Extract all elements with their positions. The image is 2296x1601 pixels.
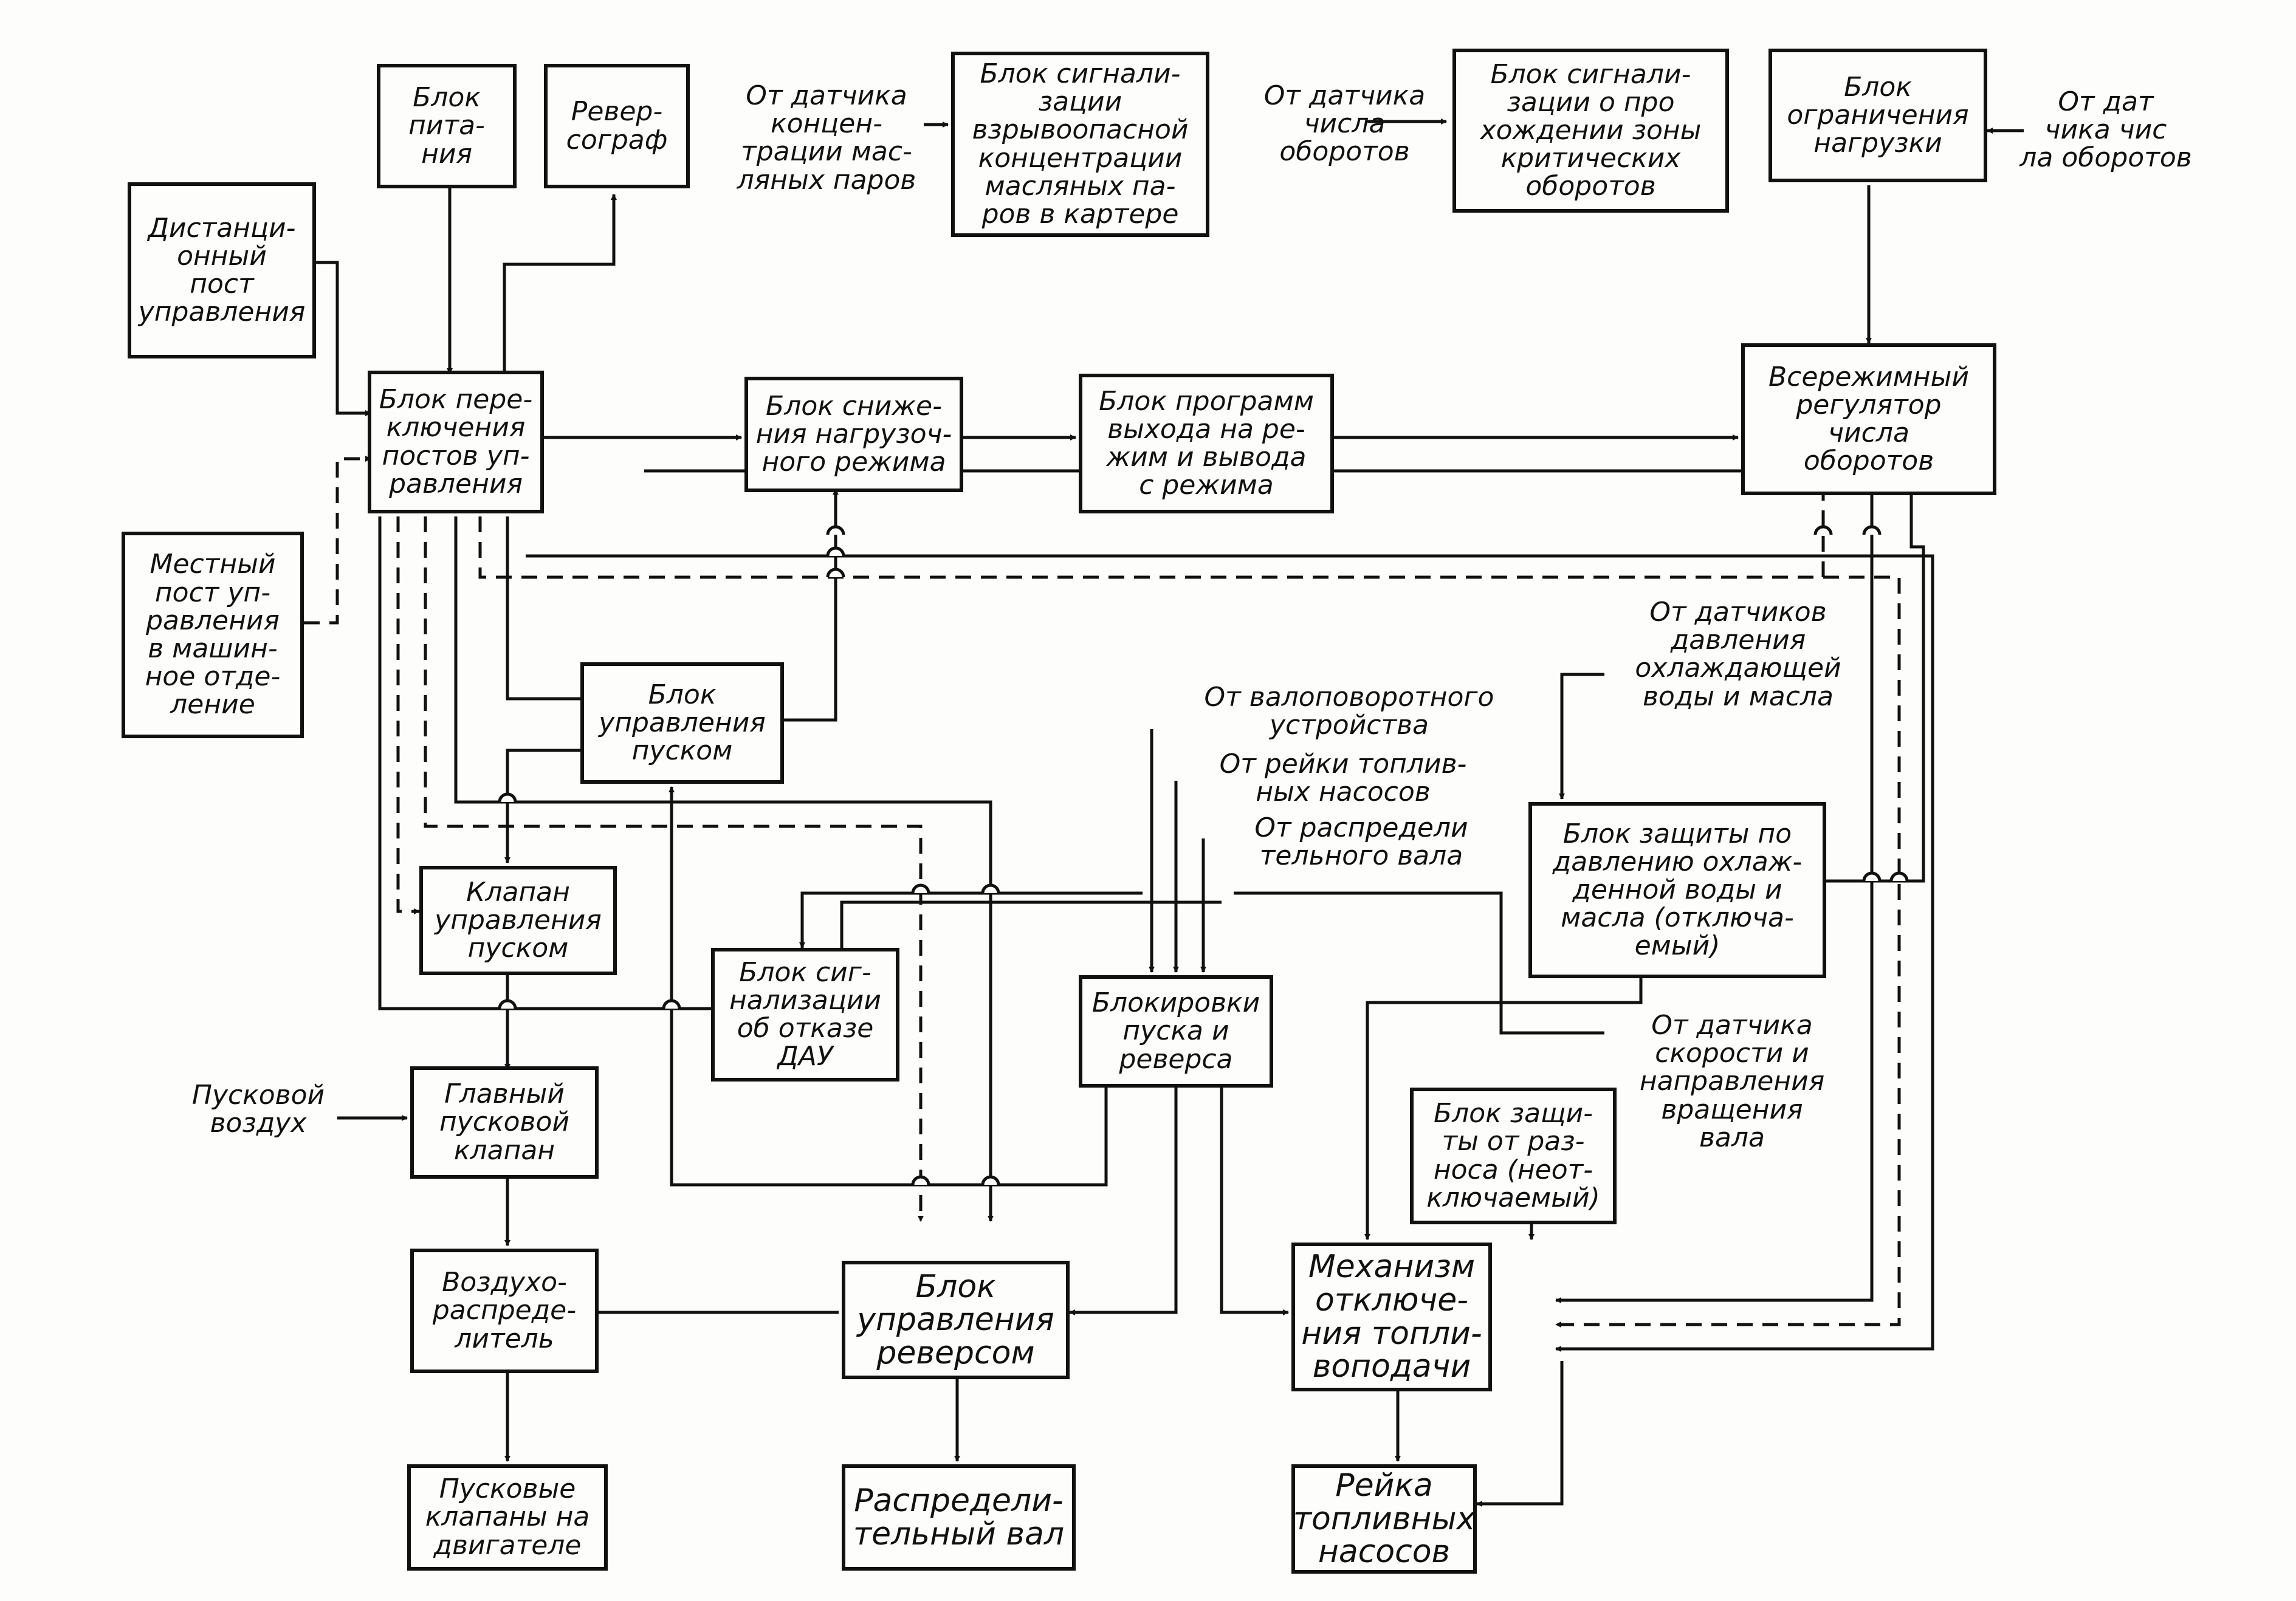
crossing-arc: [981, 1175, 1000, 1185]
overspeed-protection-block: Блок защи- ты от раз- носа (неот- ключае…: [1410, 1088, 1617, 1224]
line-interlocks-to-reverse: [1069, 1088, 1178, 1315]
crossing-arc: [1813, 525, 1833, 535]
main-start-valve-block: Главный пусковой клапан: [410, 1066, 599, 1179]
fuel-cutoff-block: Механизм отключе- ния топли- воподачи: [1291, 1243, 1492, 1391]
line-crossings: [498, 461, 1909, 1185]
line-switch-bus-2: [526, 554, 1934, 1352]
from-turning-gear-label: От валоповоротного устройства: [1204, 682, 1494, 741]
load-limit-block: Блок ограничения нагрузки: [1768, 49, 1987, 182]
start-control-block: Блок управления пуском: [580, 662, 784, 784]
dashed-connections: [304, 456, 1901, 1328]
from-rpm-sensor-label: От датчика числа оборотов: [1263, 80, 1426, 168]
interlocks-block: Блокировки пуска и реверса: [1079, 975, 1273, 1088]
reverse-control-block: Блок управления реверсом: [842, 1261, 1070, 1379]
crossing-arc: [911, 883, 930, 894]
crossing-arc: [1862, 871, 1882, 882]
critical-rpm-alarm-block: Блок сигнали- зации о про хождении зоны …: [1452, 49, 1729, 213]
start-valves-engine-block: Пусковые клапаны на двигателе: [407, 1464, 608, 1571]
dashed-switch-to-fuel-cutoff: [478, 516, 1901, 1328]
from-camshaft-sensor-label: От распредели тельного вала: [1254, 812, 1468, 872]
line-switch-to-start-control: [506, 516, 580, 701]
dashed-switch-to-start-valve: [396, 516, 420, 914]
crossing-arc: [981, 883, 1000, 894]
crossing-arc: [1862, 525, 1882, 535]
crossing-arc: [498, 792, 517, 803]
line-interlocks-to-dau-alarm: [799, 891, 1143, 948]
crossing-arc: [911, 1175, 930, 1185]
remote-post-block: Дистанци- онный пост управления: [128, 182, 316, 358]
from-rpm-sensor-2-label: От дат чика чис ла оборотов: [2019, 86, 2192, 174]
line-switch-to-start-valve-branch: [454, 516, 994, 1222]
from-speed-sensor-label: От датчика скорости и направления вращен…: [1639, 1010, 1825, 1153]
line-governor-to-fuel-cutoff: [1555, 492, 1874, 1303]
line-interlocks-to-speed-sensor: [1234, 891, 1604, 1035]
crossing-arc: [498, 999, 517, 1009]
dashed-local-to-switch: [304, 456, 371, 625]
crossing-arc: [826, 567, 845, 578]
water-oil-protection-block: Блок защиты по давлению охлаж- денной во…: [1528, 802, 1826, 978]
from-pressure-sensors-label: От датчиков давления охлаждающей воды и …: [1635, 597, 1841, 712]
line-interlocks-to-start-control: [669, 786, 1108, 1187]
load-reduction-block: Блок сниже- ния нагрузоч- ного режима: [744, 377, 963, 492]
from-fuel-rack-sensor-label: От рейки топлив- ных насосов: [1219, 749, 1467, 808]
dau-alarm-block: Блок сиг- нализации об отказе ДАУ: [711, 948, 899, 1082]
line-remote-to-switch: [304, 261, 371, 416]
air-distributor-block: Воздухо- распреде- литель: [410, 1249, 599, 1373]
from-oil-vapor-sensor-label: От датчика концен- трации мас- ляных пар…: [737, 80, 916, 196]
governor-block: Всережимный регулятор числа оборотов: [1741, 343, 1996, 495]
line-fuel-cutoff-to-rack-loop: [1476, 1361, 1564, 1507]
crossing-arc: [662, 999, 681, 1009]
line-start-control-to-load-reduction: [784, 489, 839, 722]
crossing-arc: [1889, 871, 1909, 882]
line-start-control-to-start-valve: [504, 749, 580, 863]
local-post-block: Местный пост уп- равления в машин- ное о…: [122, 532, 304, 738]
start-air-label: Пусковой воздух: [191, 1080, 325, 1139]
reversograph-block: Ревер- сограф: [544, 64, 690, 188]
start-valve-block: Клапан управления пуском: [419, 866, 617, 975]
fuel-rack-block: Рейка топливных насосов: [1291, 1464, 1477, 1574]
crossing-arc: [826, 525, 845, 535]
line-water-oil-to-fuel-cutoff: [1364, 978, 1643, 1240]
crossing-arc: [826, 546, 845, 557]
switch-posts-block: Блок пере- ключения постов уп- равления: [368, 371, 544, 513]
explosive-alarm-block: Блок сигнали- зации взрывоопасной концен…: [951, 52, 1209, 237]
line-pressure-sensors-to-water-oil: [1559, 673, 1604, 800]
line-switch-to-reversograph: [503, 194, 617, 380]
camshaft-block: Распредели- тельный вал: [842, 1464, 1076, 1571]
dashed-switch-to-dau: [424, 516, 924, 1222]
power-block: Блок пита- ния: [377, 64, 517, 188]
line-interlocks-to-fuel-cutoff: [1220, 1088, 1289, 1315]
programs-block: Блок программ выхода на ре- жим и вывода…: [1079, 374, 1334, 513]
